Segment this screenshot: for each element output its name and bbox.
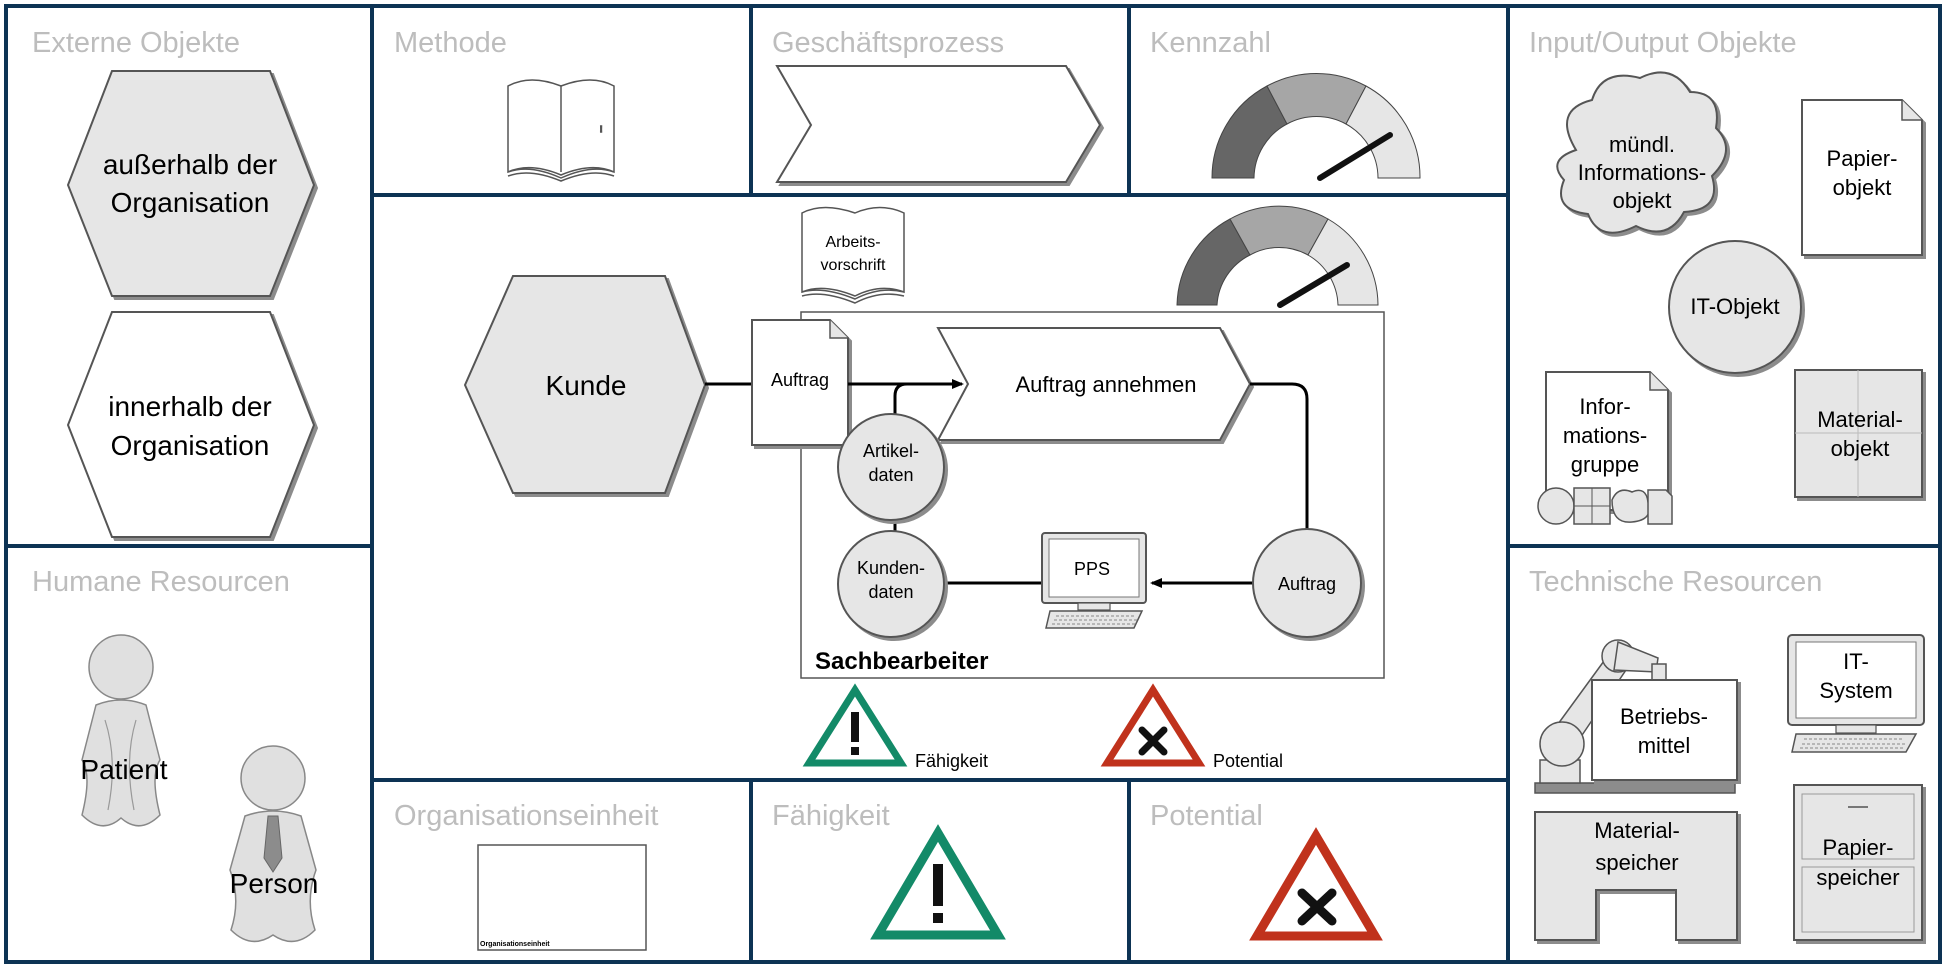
label-papier-line1: Papier- bbox=[1827, 146, 1898, 171]
category-title-input-output-objekte: Input/Output Objekte bbox=[1529, 27, 1797, 59]
book-icon-methode: ! bbox=[507, 79, 615, 182]
label-material-line2: objekt bbox=[1831, 436, 1890, 461]
label-kunde: Kunde bbox=[546, 370, 627, 401]
hexagon-innerhalb: innerhalb der Organisation bbox=[66, 311, 316, 538]
label-ausserhalb-line2: Organisation bbox=[111, 187, 270, 218]
category-title-potential: Potential bbox=[1150, 800, 1263, 832]
label-arbeitsvorschrift-line1: Arbeits- bbox=[825, 234, 880, 251]
it-object-kundendaten: Kunden- daten bbox=[837, 530, 945, 638]
book-icon-arbeitsvorschrift: Arbeits- vorschrift bbox=[801, 206, 905, 304]
process-chevron-icon bbox=[775, 65, 1102, 183]
label-artikeldaten-line2: daten bbox=[868, 465, 913, 485]
label-betriebsmittel-line2: mittel bbox=[1638, 733, 1691, 758]
label-itsystem-line2: System bbox=[1819, 678, 1892, 703]
label-infogruppe-line2: mations- bbox=[1563, 423, 1647, 448]
category-title-kennzahl: Kennzahl bbox=[1150, 27, 1271, 59]
label-kundendaten-line2: daten bbox=[868, 582, 913, 602]
label-faehigkeit-center: Fähigkeit bbox=[915, 751, 988, 771]
material-storage-icon: Material- speicher bbox=[1534, 811, 1738, 941]
process-auftrag-annehmen: Auftrag annehmen bbox=[936, 327, 1252, 441]
label-materialspeicher-line1: Material- bbox=[1594, 818, 1680, 843]
category-title-humane-resourcen: Humane Resourcen bbox=[32, 566, 290, 598]
paper-object-icon: Papier- objekt bbox=[1801, 99, 1923, 256]
label-infogruppe-line3: gruppe bbox=[1571, 452, 1640, 477]
it-system-computer-icon: IT- System bbox=[1787, 634, 1925, 753]
category-title-faehigkeit: Fähigkeit bbox=[772, 800, 890, 832]
book-icon-mark: ! bbox=[600, 125, 602, 134]
potential-x-triangle-center-icon bbox=[1100, 683, 1206, 767]
label-material-line1: Material- bbox=[1817, 407, 1903, 432]
layout-grid bbox=[4, 4, 1942, 964]
label-papier-line2: objekt bbox=[1833, 175, 1892, 200]
label-papierspeicher-line2: speicher bbox=[1816, 865, 1899, 890]
organisational-unit-icon: Organisationseinheit bbox=[477, 844, 647, 951]
label-person: Person bbox=[230, 868, 319, 899]
label-materialspeicher-line2: speicher bbox=[1595, 850, 1678, 875]
document-auftrag: Auftrag bbox=[751, 319, 849, 446]
gauge-icon-center bbox=[1176, 205, 1379, 308]
label-it-objekt: IT-Objekt bbox=[1690, 294, 1779, 319]
warning-triangle-faehigkeit-center-icon bbox=[802, 683, 908, 767]
oral-information-cloud-icon: mündl. Informations- objekt bbox=[1556, 71, 1727, 234]
hexagon-kunde: Kunde bbox=[463, 275, 707, 494]
warning-triangle-faehigkeit-icon bbox=[870, 824, 1006, 940]
hexagon-ausserhalb: außerhalb der Organisation bbox=[66, 70, 316, 297]
category-title-technische-resourcen: Technische Resourcen bbox=[1529, 566, 1822, 598]
gauge-icon-kennzahl bbox=[1211, 73, 1421, 181]
information-group-icon: Infor- mations- gruppe bbox=[1537, 371, 1673, 525]
label-infogruppe-line1: Infor- bbox=[1579, 394, 1630, 419]
label-patient: Patient bbox=[80, 754, 167, 785]
category-title-geschaeftsprozess: Geschäftsprozess bbox=[772, 27, 1004, 59]
label-papierspeicher-line1: Papier- bbox=[1823, 835, 1894, 860]
category-title-organisationseinheit: Organisationseinheit bbox=[394, 800, 658, 832]
it-object-icon: IT-Objekt bbox=[1668, 240, 1802, 374]
label-muendl-line2: Informations- bbox=[1578, 160, 1706, 185]
patient-icon: Patient bbox=[80, 634, 168, 827]
robot-arm-icon: Betriebs- mittel bbox=[1534, 639, 1738, 794]
label-innerhalb-line2: Organisation bbox=[111, 430, 270, 461]
category-title-methode: Methode bbox=[394, 27, 507, 59]
label-auftrag-annehmen: Auftrag annehmen bbox=[1015, 372, 1196, 397]
label-muendl-line3: objekt bbox=[1613, 188, 1672, 213]
label-muendl-line1: mündl. bbox=[1609, 132, 1675, 157]
label-betriebsmittel-line1: Betriebs- bbox=[1620, 704, 1708, 729]
label-artikeldaten-line1: Artikel- bbox=[863, 441, 919, 461]
label-itsystem-line1: IT- bbox=[1843, 649, 1869, 674]
label-ausserhalb-line1: außerhalb der bbox=[103, 149, 277, 180]
material-object-icon: Material- objekt bbox=[1794, 369, 1923, 498]
label-kundendaten-line1: Kunden- bbox=[857, 558, 925, 578]
label-innerhalb-line1: innerhalb der bbox=[108, 391, 271, 422]
label-pps: PPS bbox=[1074, 559, 1110, 579]
label-arbeitsvorschrift-line2: vorschrift bbox=[821, 257, 886, 274]
label-org-unit-box: Organisationseinheit bbox=[480, 941, 550, 948]
label-auftrag-document: Auftrag bbox=[771, 370, 829, 390]
flow-connectors bbox=[848, 379, 1309, 588]
label-potential-center: Potential bbox=[1213, 751, 1283, 771]
paper-storage-icon: Papier- speicher bbox=[1793, 784, 1923, 941]
it-object-artikeldaten: Artikel- daten bbox=[837, 413, 945, 521]
it-system-pps-computer-icon: PPS bbox=[1041, 532, 1147, 629]
label-sachbearbeiter: Sachbearbeiter bbox=[815, 648, 988, 675]
org-unit-sachbearbeiter-box bbox=[800, 311, 1385, 679]
label-auftrag-circle: Auftrag bbox=[1278, 574, 1336, 594]
potential-x-triangle-icon bbox=[1249, 827, 1383, 941]
it-object-auftrag: Auftrag bbox=[1252, 528, 1362, 638]
person-icon: Person bbox=[229, 745, 319, 943]
category-title-externe-objekte: Externe Objekte bbox=[32, 27, 240, 59]
